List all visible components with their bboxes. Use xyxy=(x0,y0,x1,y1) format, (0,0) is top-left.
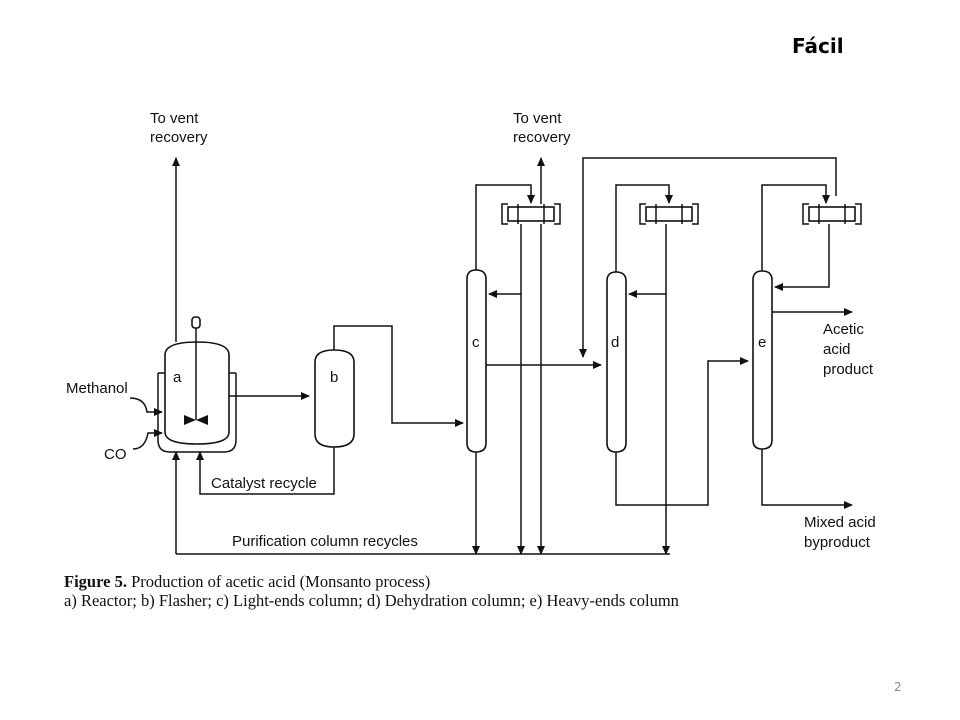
condenser-c xyxy=(501,203,561,225)
condenser-d xyxy=(639,203,699,225)
acetic-label-line3: product xyxy=(823,361,874,378)
vent-label-left-line2: recovery xyxy=(150,129,208,146)
figure-label: Figure 5. xyxy=(64,572,127,591)
reactor-a: a xyxy=(157,316,237,453)
vent-label-left-line1: To vent xyxy=(150,110,199,127)
page-number: 2 xyxy=(894,680,902,694)
mixed-acid-label-line1: Mixed acid xyxy=(804,514,876,531)
flasher-b: b xyxy=(314,349,355,448)
light-ends-column-c: c xyxy=(466,269,487,453)
unit-label-c: c xyxy=(472,334,480,351)
catalyst-recycle-label: Catalyst recycle xyxy=(211,475,317,492)
methanol-label: Methanol xyxy=(66,380,128,397)
unit-label-d: d xyxy=(611,334,619,351)
vent-label-mid-line2: recovery xyxy=(513,129,571,146)
purification-recycles-label: Purification column recycles xyxy=(232,533,418,550)
vent-label-mid-line1: To vent xyxy=(513,110,562,127)
acetic-label-line1: Acetic xyxy=(823,321,864,338)
dehydration-column-d: d xyxy=(606,271,627,453)
condenser-e xyxy=(802,203,862,225)
heavy-ends-column-e: e xyxy=(752,270,773,450)
unit-label-b: b xyxy=(330,369,338,386)
acetic-label-line2: acid xyxy=(823,341,851,358)
slide-title: Fácil xyxy=(792,34,844,58)
unit-label-e: e xyxy=(758,334,766,351)
mixed-acid-label-line2: byproduct xyxy=(804,534,871,551)
figure-legend: a) Reactor; b) Flasher; c) Light-ends co… xyxy=(64,591,679,610)
co-label: CO xyxy=(104,446,127,463)
unit-label-a: a xyxy=(173,369,182,386)
figure-caption: Figure 5. Production of acetic acid (Mon… xyxy=(64,572,679,610)
figure-title: Production of acetic acid (Monsanto proc… xyxy=(131,572,431,591)
